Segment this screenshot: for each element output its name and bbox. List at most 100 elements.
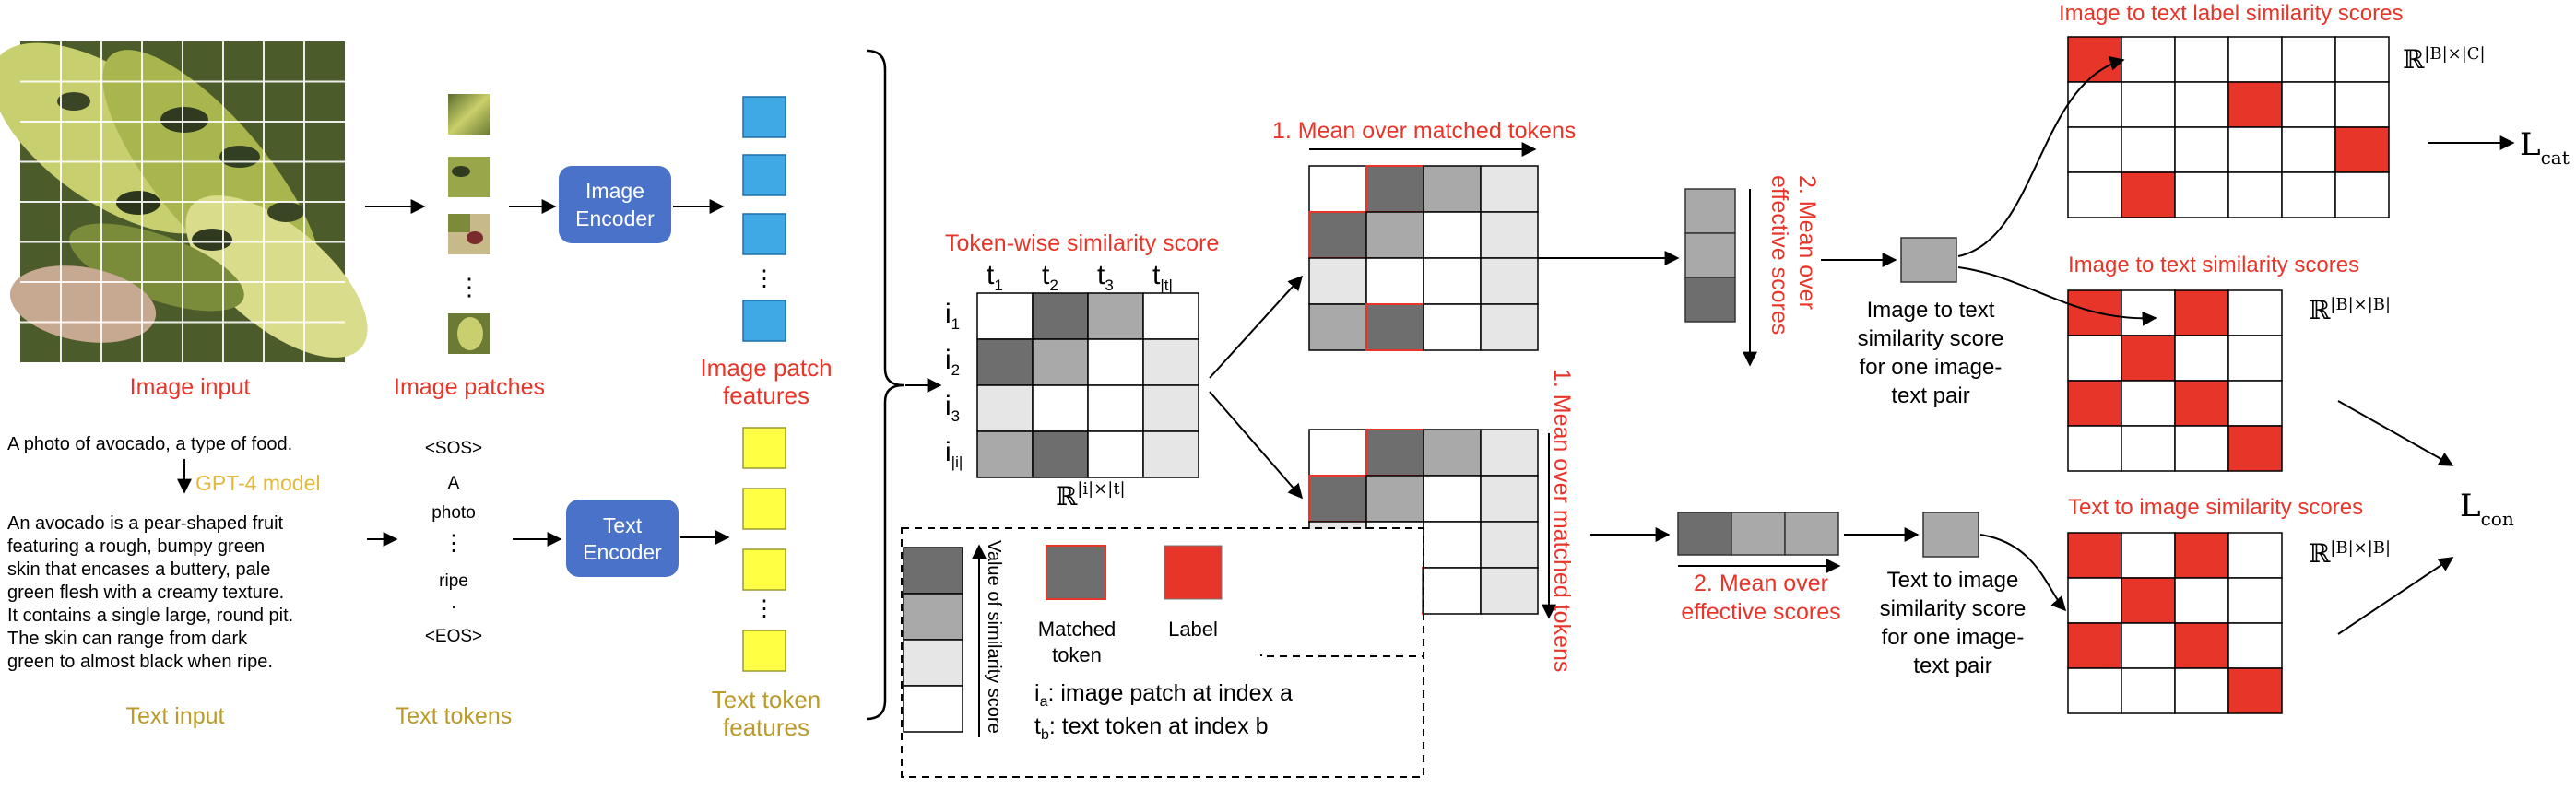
loss-cat: Lcat: [2520, 126, 2570, 169]
score-cell: [2227, 289, 2283, 336]
matched-matrix-cell: [1308, 165, 1367, 213]
long-text-line: An avocado is a pear-shaped fruit: [7, 513, 284, 534]
matched-matrix-cell: [1365, 475, 1424, 523]
score-cell: [2281, 171, 2336, 218]
effective-scores-bottom: [1677, 512, 1839, 556]
patches-ellipsis: ⋮: [457, 273, 481, 300]
matched-top-matrix: [1308, 165, 1539, 351]
avocado-photo: [0, 41, 368, 362]
score-cell: [2227, 171, 2283, 218]
score-cell: [2227, 532, 2283, 579]
text-tokens-caption: Text tokens: [396, 703, 512, 729]
text-input-caption: Text input: [125, 703, 224, 729]
arrow-t2i-to-lcon: [2337, 557, 2454, 635]
pair-score-top: [1900, 237, 1957, 283]
effective-score-cell: [1677, 512, 1732, 556]
token-matrix-cell: [1087, 338, 1144, 386]
text-encoder-line1: Text: [603, 513, 643, 537]
token-row-label: i3: [945, 391, 960, 425]
score-cell: [2121, 622, 2176, 669]
matched-matrix-cell: [1423, 165, 1482, 213]
effective-score-cell: [1731, 512, 1786, 556]
text-token-features: [742, 427, 786, 672]
long-text-line: green to almost black when ripe.: [7, 652, 273, 672]
label-cell: [2174, 532, 2229, 579]
image-feature-box: [742, 213, 786, 255]
pair-caption-line: text pair: [1913, 654, 1991, 678]
legend-shade-cell: [903, 685, 963, 733]
loss-con: Lcon: [2460, 488, 2514, 530]
score-cell: [2067, 425, 2122, 472]
image-features-caption-1: Image patch: [700, 354, 832, 382]
pair-caption-line: for one image-: [1882, 625, 2025, 650]
score-cell: [2067, 667, 2122, 714]
effective-score-cell: [1684, 277, 1736, 323]
token-matrix-cell: [1142, 384, 1199, 432]
token-col-label: t1: [987, 260, 1003, 294]
score-cell: [2067, 171, 2122, 218]
effective-top-label-2: effective scores: [1767, 175, 1792, 335]
effective-top-label-1: 2. Mean over: [1794, 175, 1820, 310]
text-features-caption-1: Text token: [712, 686, 821, 713]
legend-shade-scale: [903, 547, 963, 733]
text-encoder-line2: Encoder: [583, 540, 662, 564]
text-token: <SOS>: [425, 439, 482, 458]
token-col-label: t3: [1097, 260, 1114, 294]
matched-top-label: 1. Mean over matched tokens: [1272, 118, 1576, 144]
text-feature-box: [742, 548, 786, 591]
matched-token-cell: [1365, 429, 1424, 477]
score-matrix-dimension: ℝ|B|×|C|: [2403, 44, 2486, 75]
text-feature-box: [742, 488, 786, 530]
pair-caption-line: Text to image: [1887, 568, 2019, 593]
token-col-label: t|t|: [1152, 260, 1173, 294]
pair-score-bottom: [1922, 512, 1979, 558]
legend-box: [901, 527, 1424, 778]
token-matrix-cell: [976, 338, 1034, 386]
token-matrix-cell: [976, 292, 1034, 340]
matched-matrix-cell: [1480, 165, 1539, 213]
token-matrix-cell: [1032, 292, 1089, 340]
token-matrix-cell: [1087, 384, 1144, 432]
long-text-line: The skin can range from dark: [7, 629, 248, 649]
token-matrix-cell: [1087, 292, 1144, 340]
text-token: <EOS>: [425, 627, 482, 646]
text-token: ⋮: [443, 531, 465, 556]
label-cell: [2067, 380, 2122, 427]
image-features-caption-2: features: [723, 382, 809, 409]
legend-matched-line2: token: [1052, 643, 1102, 666]
label-cell: [2121, 577, 2176, 624]
score-cell: [2067, 577, 2122, 624]
score-cell: [2121, 36, 2176, 83]
image-patches-caption: Image patches: [394, 374, 545, 400]
score-cell: [2227, 36, 2283, 83]
score-cell: [2334, 171, 2390, 218]
score-cell: [2281, 36, 2336, 83]
feature-brace: [866, 49, 904, 721]
token-row-label: i|i|: [945, 437, 963, 471]
legend-notch-blank: [1259, 529, 1422, 654]
text-token: photo: [431, 503, 476, 523]
score-cell: [2174, 335, 2229, 382]
text-features-caption-2: features: [723, 713, 809, 741]
matched-matrix-cell: [1480, 257, 1539, 305]
image-encoder-box: [559, 166, 671, 243]
token-matrix-cell: [976, 384, 1034, 432]
matched-matrix-cell: [1365, 211, 1424, 259]
legend-matched-line1: Matched: [1038, 618, 1116, 641]
text-token: A: [448, 474, 460, 493]
score-cell: [2121, 81, 2176, 128]
matched-token-cell: [1365, 165, 1424, 213]
legend-label-caption: Label: [1168, 618, 1218, 641]
legend-shade-cell: [903, 639, 963, 687]
score-cell: [2121, 425, 2176, 472]
label-cell: [2174, 622, 2229, 669]
token-similarity-matrix: [976, 292, 1199, 478]
score-cell: [2174, 81, 2229, 128]
effective-bottom-label-2: effective scores: [1681, 599, 1840, 625]
matched-token-cell: [1308, 211, 1367, 259]
score-cell: [2227, 380, 2283, 427]
matched-matrix-cell: [1423, 567, 1482, 615]
score-matrices: Image to text label similarity scoresℝ|B…: [2059, 1, 2486, 714]
